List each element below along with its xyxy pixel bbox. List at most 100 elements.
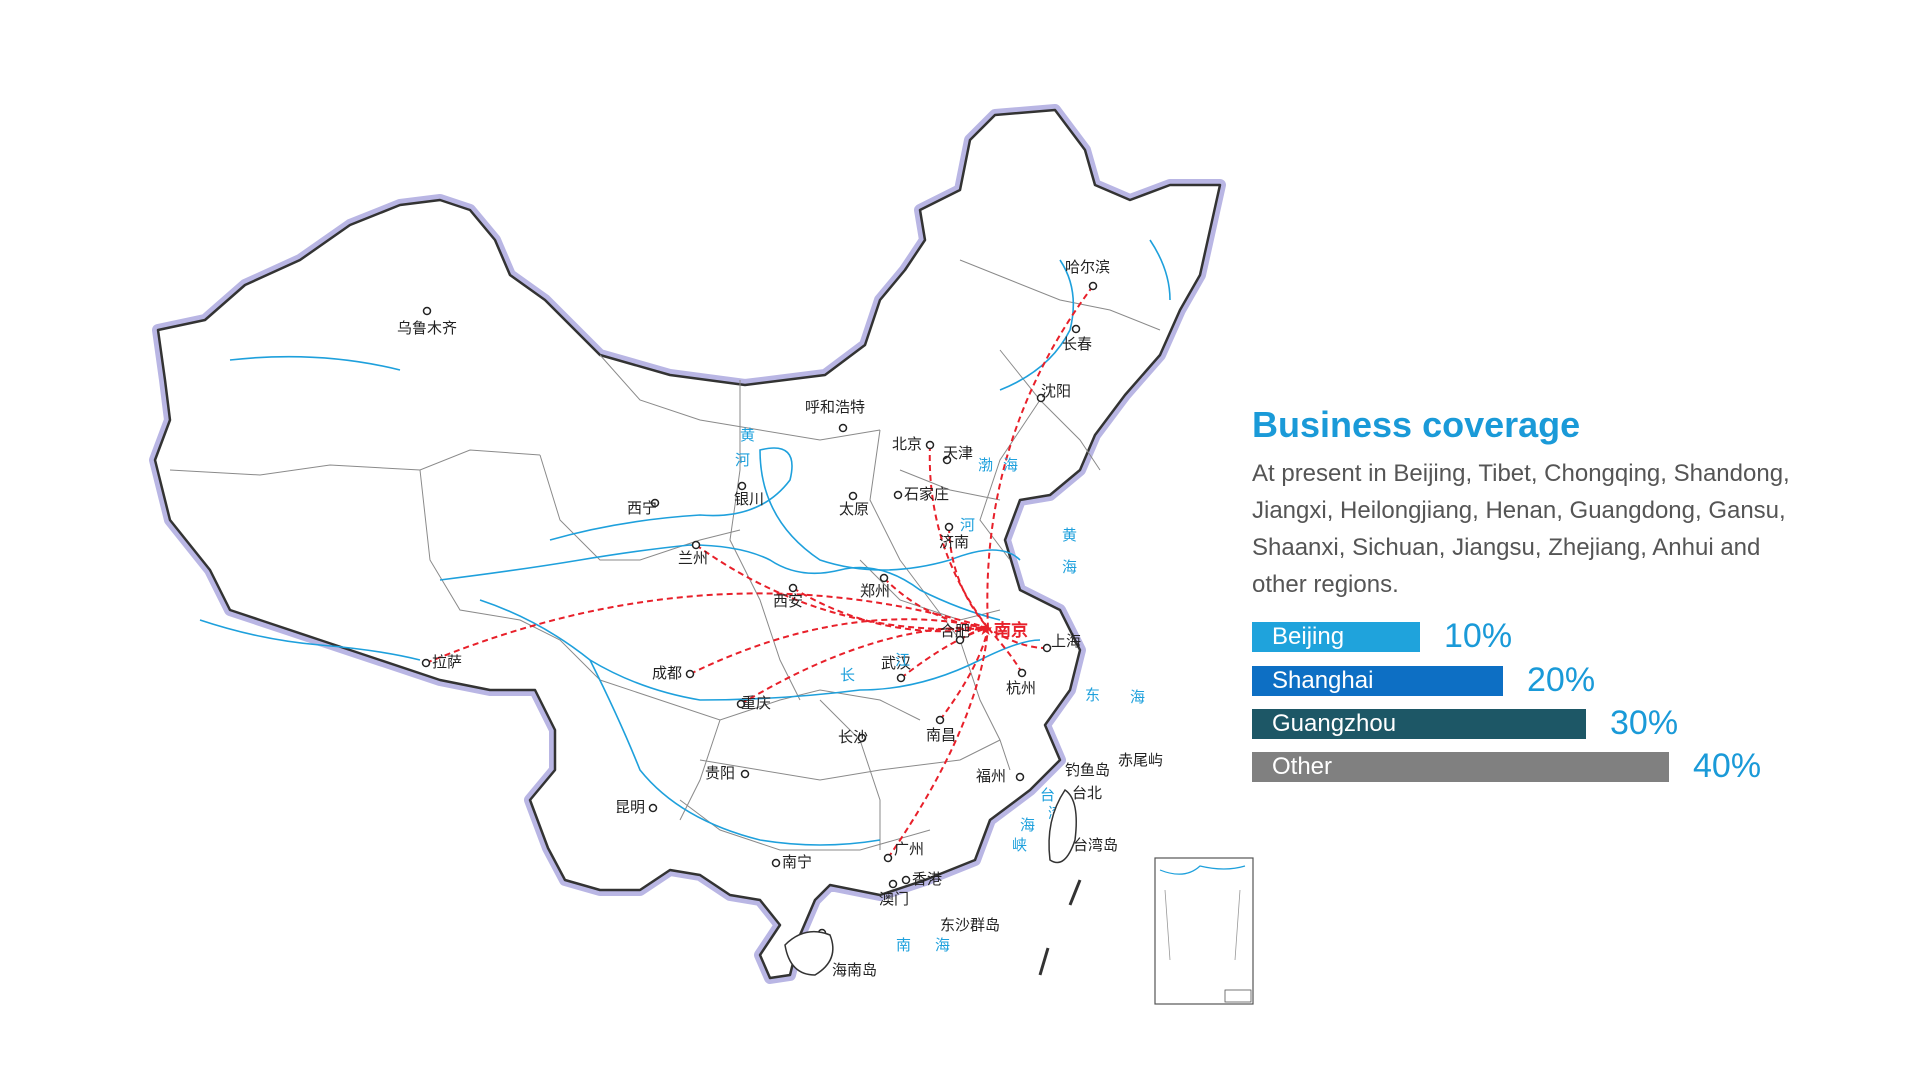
city-label-25: 贵阳 (705, 764, 735, 782)
sea-label-2: 海 (1003, 456, 1018, 474)
city-label-16: 合肥 (940, 622, 970, 640)
region-label-1: 钓鱼岛 (1065, 761, 1110, 779)
route-lines (425, 285, 1094, 859)
route-line-10 (887, 627, 989, 859)
taiwan-island-shape (1048, 788, 1077, 864)
sea-label-6: 海 (1130, 688, 1145, 706)
city-label-22: 重庆 (741, 694, 771, 712)
city-markers: 乌鲁木齐哈尔滨长春沈阳呼和浩特北京天津石家庄太原银川西宁兰州济南郑州西安合肥上海… (397, 258, 1163, 979)
city-label-26: 福州 (976, 767, 1006, 785)
city-marker-11 (650, 498, 660, 508)
hub-star-icon: ★ (978, 620, 993, 640)
city-marker-22 (736, 699, 746, 709)
business-coverage-panel: Business coverage At present in Beijing,… (1252, 405, 1812, 603)
city-label-9: 太原 (839, 500, 869, 518)
city-label-13: 济南 (939, 533, 969, 551)
sea-label-13: 黄 (740, 426, 755, 444)
province-borders (169, 259, 1161, 851)
city-marker-9 (848, 491, 858, 501)
city-label-19: 成都 (652, 664, 682, 682)
hub-city-label: 南京 (994, 620, 1028, 641)
route-line-11 (939, 627, 989, 721)
city-marker-1 (422, 306, 432, 316)
region-label-3: 台湾岛 (1073, 836, 1118, 854)
city-marker-31 (901, 875, 911, 885)
city-marker-27 (648, 803, 658, 813)
city-label-32: 澳门 (879, 890, 909, 908)
city-marker-21 (1017, 668, 1027, 678)
city-marker-6 (925, 440, 935, 450)
city-marker-14 (879, 573, 889, 583)
coverage-bar-percent: 40% (1693, 747, 1762, 785)
coverage-bar-shanghai: Shanghai (1252, 666, 1503, 696)
city-label-3: 长春 (1062, 335, 1092, 353)
coverage-bar-label: Other (1272, 753, 1333, 780)
region-label-5: 海南岛 (832, 961, 877, 979)
sea-label-5: 东 (1085, 686, 1100, 704)
city-label-1: 乌鲁木齐 (397, 319, 457, 337)
city-marker-16 (955, 635, 965, 645)
city-label-28: 台北 (1072, 784, 1102, 802)
city-label-15: 西安 (773, 592, 803, 610)
dash-marks (1038, 879, 1082, 976)
sea-label-14: 河 (735, 451, 750, 469)
route-line-5 (792, 587, 989, 633)
city-marker-32 (888, 879, 898, 889)
china-map-svg: 乌鲁木齐哈尔滨长春沈阳呼和浩特北京天津石家庄太原银川西宁兰州济南郑州西安合肥上海… (149, 104, 1254, 1005)
coverage-bar-label: Beijing (1272, 623, 1345, 650)
coverage-bar-other: Other (1252, 752, 1669, 782)
city-marker-17 (1042, 643, 1052, 653)
city-label-14: 郑州 (860, 582, 890, 600)
route-line-4 (425, 592, 989, 664)
coverage-bar-percent: 10% (1444, 617, 1513, 655)
china-map: 乌鲁木齐哈尔滨长春沈阳呼和浩特北京天津石家庄太原银川西宁兰州济南郑州西安合肥上海… (149, 104, 1254, 1005)
region-label-2: 赤尾屿 (1118, 751, 1163, 769)
sea-labels: 渤海黄海东海南海台湾海峡黄河长江河 (735, 426, 1145, 954)
city-label-23: 南昌 (926, 726, 956, 744)
city-label-17: 上海 (1051, 632, 1081, 650)
coverage-bar-percent: 30% (1610, 704, 1679, 742)
city-label-29: 南宁 (782, 853, 812, 871)
sea-label-4: 海 (1062, 558, 1077, 576)
city-marker-3 (1071, 324, 1081, 334)
city-label-24: 长沙 (838, 728, 868, 746)
region-label-4: 东沙群岛 (940, 916, 1000, 934)
city-label-2: 哈尔滨 (1065, 258, 1110, 276)
city-label-12: 兰州 (678, 549, 708, 567)
route-line-14 (987, 627, 1048, 650)
city-label-11: 西宁 (627, 499, 657, 517)
city-marker-2 (1088, 281, 1098, 291)
panel-description: At present in Beijing, Tibet, Chongqing,… (1252, 459, 1790, 598)
city-label-10: 银川 (734, 490, 764, 508)
city-label-31: 香港 (912, 870, 942, 888)
city-label-5: 呼和浩特 (805, 398, 865, 416)
city-marker-5 (838, 423, 848, 433)
sea-label-12: 峡 (1012, 836, 1027, 854)
city-marker-24 (857, 733, 867, 743)
route-line-7 (948, 526, 989, 629)
coverage-bar-chart: Beijing 10% Shanghai 20% Guangzhou 30% Other 40… (1252, 617, 1852, 802)
coverage-bar-label: Guangzhou (1272, 710, 1397, 737)
city-marker-29 (771, 858, 781, 868)
coverage-bar-percent: 20% (1527, 661, 1596, 699)
sea-label-17: 河 (960, 516, 975, 534)
sea-label-3: 黄 (1062, 526, 1077, 544)
sea-label-16: 江 (895, 651, 910, 669)
city-marker-26 (1015, 772, 1025, 782)
city-marker-13 (944, 522, 954, 532)
sea-label-7: 南 (896, 936, 911, 954)
islands (784, 788, 1077, 976)
hainan-island-shape (784, 930, 834, 976)
city-label-7: 天津 (943, 444, 973, 462)
city-label-21: 杭州 (1006, 679, 1036, 697)
city-label-18: 拉萨 (432, 653, 462, 671)
sea-label-11: 海 (1020, 816, 1035, 834)
city-label-30: 广州 (894, 840, 924, 858)
city-label-20: 武汉 (881, 654, 911, 672)
city-marker-8 (893, 490, 903, 500)
city-marker-25 (740, 769, 750, 779)
city-marker-7 (942, 455, 952, 465)
route-line-9 (740, 626, 989, 705)
rivers (199, 239, 1171, 846)
sea-label-1: 渤 (978, 456, 993, 474)
